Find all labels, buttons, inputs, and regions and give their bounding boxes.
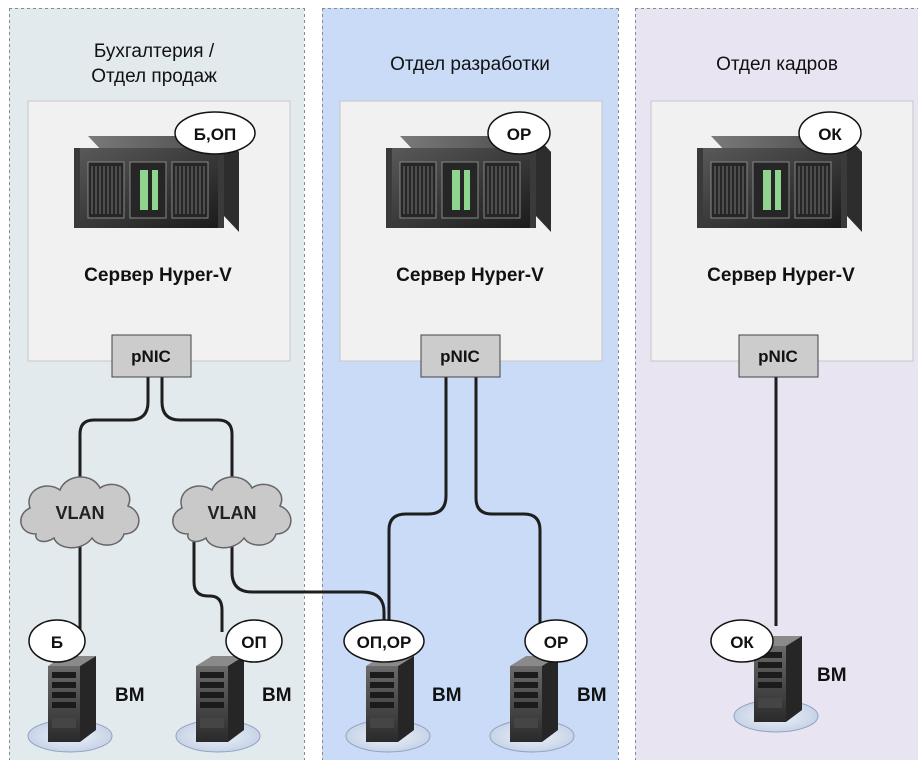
vm-tag-label: ОК (730, 633, 754, 652)
vm-hr-ok: ОК ВМ (710, 619, 847, 733)
vm-development-op-or: ОП,ОР ВМ (343, 619, 462, 753)
vm-tag-bubble (343, 619, 425, 663)
vlan-label: VLAN (208, 503, 257, 523)
vm-label: ВМ (432, 685, 462, 706)
server-tag-bubble (798, 111, 862, 155)
vm-tag-label: Б (51, 633, 63, 652)
vm-label: ВМ (577, 685, 607, 706)
server-hr: ОК Сервер Hyper-V (650, 100, 914, 362)
pnic-accounting: pNIC (111, 334, 192, 378)
dept-title-development: Отдел разработки (390, 54, 550, 75)
vm-accounting-b: Б ВМ (27, 619, 145, 753)
vm-tag-label: ОП,ОР (357, 633, 412, 652)
dept-title-accounting-line2: Отдел продаж (91, 66, 217, 87)
vlan-cloud-1: VLAN (20, 476, 140, 549)
vlan-label: VLAN (56, 503, 105, 523)
vm-label: ВМ (817, 665, 847, 686)
server-tag-label: Б,ОП (194, 125, 236, 144)
server-label: Сервер Hyper-V (707, 265, 855, 286)
server-tag-bubble (487, 111, 551, 155)
pnic-label: pNIC (758, 347, 798, 366)
vm-tag-label: ОП (241, 633, 266, 652)
pnic-development: pNIC (420, 334, 501, 378)
vm-tag-label: ОР (544, 633, 569, 652)
vm-development-or: ОР ВМ (489, 619, 607, 753)
server-label: Сервер Hyper-V (396, 265, 544, 286)
pnic-label: pNIC (131, 347, 171, 366)
vm-accounting-op: ОП ВМ (175, 619, 292, 753)
server-label: Сервер Hyper-V (84, 265, 232, 286)
vlan-cloud-2: VLAN (172, 476, 292, 549)
pnic-hr: pNIC (738, 334, 819, 378)
vm-tag-bubble (524, 619, 588, 663)
server-accounting: Б,ОП Сервер Hyper-V (27, 100, 291, 362)
dept-title-accounting-line1: Бухгалтерия / (94, 41, 215, 62)
pnic-label: pNIC (440, 347, 480, 366)
vm-label: ВМ (115, 685, 145, 706)
connections (78, 377, 778, 632)
server-tag-label: ОР (507, 125, 532, 144)
vm-label: ВМ (262, 685, 292, 706)
vm-tag-bubble (225, 619, 283, 663)
vm-tag-bubble (710, 619, 774, 663)
vm-tag-bubble (28, 619, 86, 663)
server-development: ОР Сервер Hyper-V (339, 100, 603, 362)
dept-title-hr: Отдел кадров (716, 54, 838, 75)
server-tag-bubble (174, 111, 256, 155)
server-tag-label: ОК (818, 125, 842, 144)
